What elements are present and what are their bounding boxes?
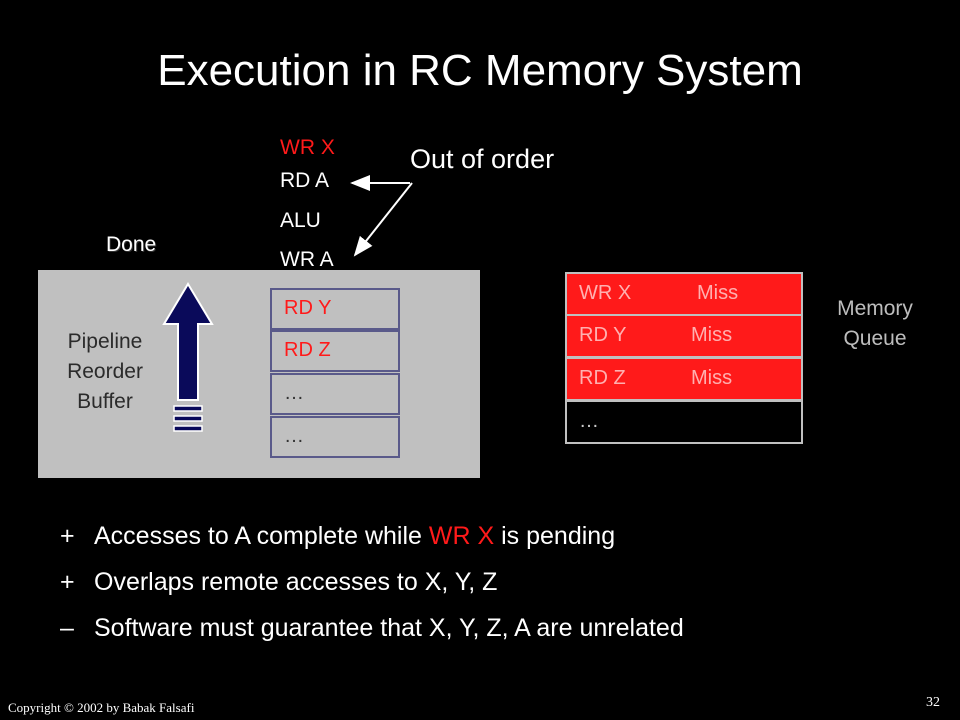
mq-op: WR X bbox=[579, 282, 632, 304]
out-of-order-label: Out of order bbox=[410, 144, 555, 174]
pipeline-panel bbox=[38, 270, 480, 478]
rob-entry: RD Z bbox=[270, 330, 400, 372]
copyright: Copyright © 2002 by Babak Falsafi bbox=[8, 700, 195, 715]
bullet-symbol: + bbox=[60, 568, 75, 596]
memory-queue-entry: … bbox=[565, 400, 803, 444]
mq-op: RD Y bbox=[579, 324, 627, 346]
out-of-order-arrows bbox=[350, 175, 413, 257]
bullet-item: + Overlaps remote accesses to X, Y, Z bbox=[60, 568, 497, 597]
bullet-text-end: is pending bbox=[494, 522, 616, 550]
bullet-text: Accesses to A complete while bbox=[94, 522, 429, 550]
instr-rd-a: RD A bbox=[280, 169, 330, 192]
mq-label-line: Memory bbox=[837, 297, 913, 320]
memory-queue-label: Memory Queue bbox=[820, 294, 930, 354]
mq-status: Miss bbox=[691, 324, 733, 346]
bullet-symbol: + bbox=[60, 522, 75, 550]
rob-entry: … bbox=[270, 373, 400, 415]
instr-wr-x: WR X bbox=[280, 136, 335, 159]
page-number: 32 bbox=[926, 695, 940, 710]
mq-op: … bbox=[579, 410, 599, 432]
mq-op: RD Z bbox=[579, 367, 626, 389]
mq-status: Miss bbox=[691, 367, 733, 389]
memory-queue-entry: WR X Miss bbox=[565, 272, 803, 316]
bullet-highlight: WR X bbox=[428, 522, 495, 550]
pipeline-label-line: Pipeline bbox=[67, 330, 143, 353]
instr-wr-a: WR A bbox=[280, 248, 334, 271]
completion-arrow-icon bbox=[162, 282, 214, 432]
pipeline-reorder-buffer-label: Pipeline Reorder Buffer bbox=[50, 327, 160, 417]
memory-queue-entry: RD Z Miss bbox=[565, 357, 803, 401]
bullet-item: + Accesses to A complete while WR X is pe… bbox=[60, 522, 615, 551]
mq-label-line: Queue bbox=[843, 327, 907, 350]
bullet-item: –Software must guarantee that X, Y, Z, A… bbox=[60, 614, 684, 643]
rob-entry: … bbox=[270, 416, 400, 458]
bullet-text: Overlaps remote accesses to X, Y, Z bbox=[94, 568, 498, 596]
done-label: Done bbox=[106, 233, 157, 256]
pipeline-label-line: Buffer bbox=[77, 390, 133, 413]
slide-title: Execution in RC Memory System bbox=[157, 46, 803, 95]
bullet-symbol: – bbox=[60, 614, 74, 642]
instr-alu: ALU bbox=[280, 209, 321, 232]
arrow-to-wr-a bbox=[353, 182, 413, 257]
mq-status: Miss bbox=[697, 282, 739, 304]
pipeline-label-line: Reorder bbox=[67, 360, 143, 383]
memory-queue-entry: RD Y Miss bbox=[565, 314, 803, 358]
rob-entry: RD Y bbox=[270, 288, 400, 330]
bullet-text: Software must guarantee that X, Y, Z, A … bbox=[94, 614, 684, 642]
